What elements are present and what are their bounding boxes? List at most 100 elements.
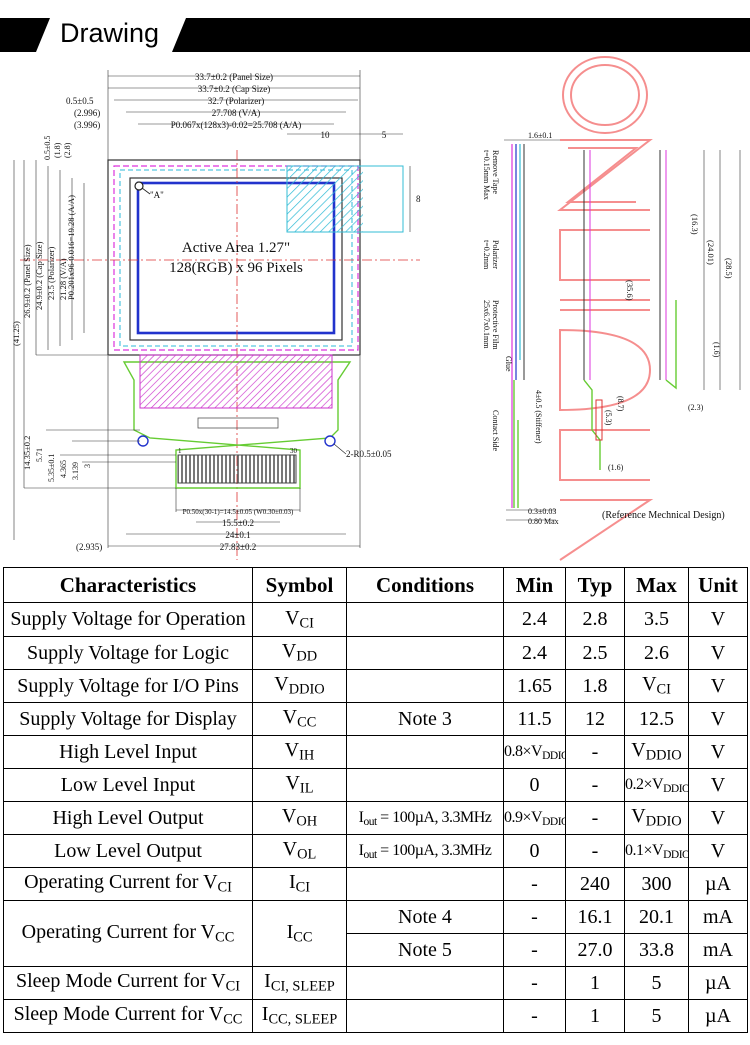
svg-text:(1.8): (1.8) [53, 142, 62, 158]
cell-min: - [503, 999, 566, 1033]
svg-text:(41.25): (41.25) [11, 321, 21, 346]
svg-text:t=0.2mm: t=0.2mm [482, 240, 491, 270]
svg-text:(28.5): (28.5) [724, 258, 734, 279]
cell-typ: - [565, 801, 625, 835]
cell-typ: 2.8 [565, 602, 625, 637]
svg-text:(2.996): (2.996) [74, 108, 100, 118]
cell-unit: µA [688, 999, 748, 1033]
cell-unit: V [688, 735, 748, 769]
svg-text:25x6.7x0.1mm: 25x6.7x0.1mm [482, 300, 491, 349]
svg-text:26.9±0.2 (Panel Size): 26.9±0.2 (Panel Size) [22, 244, 32, 318]
viewing-area [129, 177, 343, 341]
cell-min: - [503, 867, 566, 901]
cell-min: - [503, 966, 566, 1000]
cell-characteristic: Supply Voltage for Logic [3, 636, 253, 670]
active-area-label: Active Area 1.27" [182, 240, 290, 256]
stiffener-mark [197, 417, 279, 429]
cell-min: 11.5 [503, 702, 566, 736]
svg-text:27.83±0.2: 27.83±0.2 [220, 542, 256, 552]
detail-hatch [287, 166, 363, 232]
svg-text:1.6±0.1: 1.6±0.1 [528, 131, 552, 140]
electrical-characteristics-table: Characteristics Symbol Conditions Min Ty… [3, 567, 748, 1033]
cell-typ: 12 [565, 702, 625, 736]
cell-condition: Note 4 [346, 900, 504, 934]
cell-min: - [503, 900, 566, 934]
polarizer-outline [119, 169, 353, 347]
cell-condition [346, 636, 504, 670]
cell-typ: 1 [565, 999, 625, 1033]
svg-text:14.35±0.2: 14.35±0.2 [22, 436, 32, 470]
cell-unit: V [688, 768, 748, 802]
cell-condition: Iout = 100µA, 3.3MHz [346, 834, 504, 868]
table-row: Sleep Mode Current for VCC ICC, SLEEP - … [3, 999, 748, 1033]
cell-min: - [503, 933, 566, 967]
svg-text:(24.01): (24.01) [706, 240, 716, 265]
cell-min: 2.4 [503, 636, 566, 670]
svg-text:(8.7): (8.7) [616, 396, 625, 412]
cell-characteristic: High Level Input [3, 735, 253, 769]
svg-text:(1.6): (1.6) [608, 463, 624, 472]
svg-text:(3.996): (3.996) [74, 120, 100, 130]
cell-characteristic: Low Level Input [3, 768, 253, 802]
svg-text:P0.201x96-0.016=19.28 (A/A): P0.201x96-0.016=19.28 (A/A) [66, 195, 76, 300]
cell-symbol: VDDIO [252, 669, 347, 703]
svg-text:(35.6): (35.6) [625, 280, 635, 301]
ic-area [139, 354, 333, 409]
cell-max: 0.1×VDDIO [624, 834, 689, 868]
svg-text:Polarizer: Polarizer [491, 240, 500, 269]
svg-text:33.7±0.2 (Panel Size): 33.7±0.2 (Panel Size) [195, 72, 273, 82]
cell-min: 0.9×VDDIO [503, 801, 566, 835]
cell-typ: 27.0 [565, 933, 625, 967]
cell-condition [346, 966, 504, 1000]
header-typ: Typ [565, 567, 625, 603]
svg-text:5.35±0.1: 5.35±0.1 [47, 454, 56, 482]
svg-text:3.139: 3.139 [71, 462, 80, 480]
cell-characteristic: Sleep Mode Current for VCI [3, 966, 253, 1000]
cell-condition [346, 669, 504, 703]
svg-text:(1.6): (1.6) [712, 342, 721, 358]
cell-min: 1.65 [503, 669, 566, 703]
svg-text:"A": "A" [150, 190, 164, 200]
cell-min: 0 [503, 834, 566, 868]
table-row: Supply Voltage for I/O Pins VDDIO 1.65 1… [3, 669, 748, 703]
cell-symbol: VOH [252, 801, 347, 835]
cell-characteristic: Supply Voltage for Operation [3, 602, 253, 637]
table-row: Supply Voltage for Logic VDD 2.4 2.5 2.6… [3, 636, 748, 670]
svg-text:(2.935): (2.935) [76, 542, 102, 552]
cell-unit: µA [688, 966, 748, 1000]
header-min: Min [503, 567, 566, 603]
cell-min: 0.8×VDDIO [503, 735, 566, 769]
cell-typ: - [565, 735, 625, 769]
side-view: 1.6±0.1 [504, 131, 741, 521]
cell-typ: 16.1 [565, 900, 625, 934]
svg-text:24±0.1: 24±0.1 [225, 530, 250, 540]
cell-symbol: VOL [252, 834, 347, 868]
svg-text:1: 1 [178, 447, 182, 455]
header-conditions: Conditions [346, 567, 504, 603]
svg-text:(5.3): (5.3) [604, 410, 613, 426]
cell-typ: 1 [565, 966, 625, 1000]
header-characteristics: Characteristics [3, 567, 253, 603]
mechanical-drawing: "A" Active Area 1.27" 128(RGB) x 96 Pixe… [11, 56, 741, 561]
cell-unit: V [688, 636, 748, 670]
fpc-pins [177, 454, 297, 484]
cell-unit: V [688, 801, 748, 835]
header-tab [36, 18, 186, 52]
cell-characteristic: Sleep Mode Current for VCC [3, 999, 253, 1033]
cell-max: 5 [624, 999, 689, 1033]
cell-max: 33.8 [624, 933, 689, 967]
cell-typ: - [565, 768, 625, 802]
cell-typ: 240 [565, 867, 625, 901]
reference-note: (Reference Mechnical Design) [602, 510, 725, 521]
svg-text:Remove Tape: Remove Tape [491, 150, 500, 194]
svg-text:Glue: Glue [504, 356, 513, 372]
svg-text:2-R0.5±0.05: 2-R0.5±0.05 [346, 449, 392, 459]
table-row: Low Level Input VIL 0 - 0.2×VDDIO V [3, 768, 748, 802]
cell-symbol: VIL [252, 768, 347, 802]
table-row: Supply Voltage for Display VCC Note 3 11… [3, 702, 748, 736]
hole-right-icon [324, 435, 336, 447]
svg-text:15.5±0.2: 15.5±0.2 [222, 518, 254, 528]
cell-unit: mA [688, 900, 748, 934]
svg-text:4.365: 4.365 [59, 460, 68, 478]
cell-characteristic: Supply Voltage for Display [3, 702, 253, 736]
